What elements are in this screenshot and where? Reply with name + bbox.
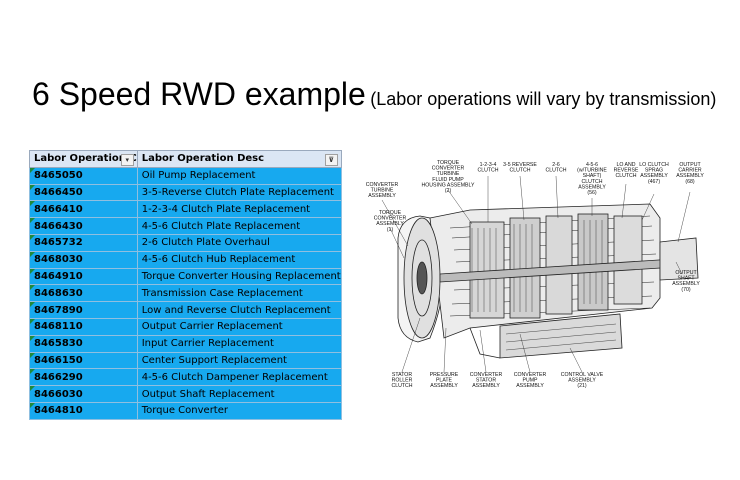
labor-operation-code-cell[interactable]: 8468030 — [29, 250, 138, 269]
labor-operation-desc-cell[interactable]: 2-6 Clutch Plate Overhaul — [136, 233, 342, 252]
labor-operation-desc-cell[interactable]: Low and Reverse Clutch Replacement — [136, 301, 342, 319]
labor-operation-code-cell[interactable]: 8465830 — [29, 334, 138, 353]
labor-operation-desc-cell[interactable]: 4-5-6 Clutch Dampener Replacement — [136, 368, 342, 387]
labor-operation-code-cell[interactable]: 8466290 — [29, 368, 138, 387]
labor-operation-desc-cell[interactable]: 4-5-6 Clutch Hub Replacement — [136, 250, 342, 269]
labor-operation-code-cell[interactable]: 8465050 — [29, 166, 138, 185]
labor-operation-desc-cell[interactable]: Center Support Replacement — [136, 351, 342, 370]
labor-operation-desc-cell[interactable]: 3-5-Reverse Clutch Plate Replacement — [136, 183, 342, 202]
column-header-desc-label: Labor Operation Desc — [141, 153, 265, 165]
labor-operation-desc-cell[interactable]: Torque Converter — [136, 401, 342, 420]
transmission-drawing — [397, 203, 699, 359]
labor-operations-table: Labor Operation C ▾ Labor Operation Desc… — [29, 150, 342, 420]
column-header-code[interactable]: Labor Operation C ▾ — [29, 150, 138, 168]
labor-operation-desc-cell[interactable]: 1-2-3-4 Clutch Plate Replacement — [136, 200, 342, 219]
column-header-code-label: Labor Operation C — [34, 153, 137, 165]
leader-lines — [381, 175, 691, 373]
labor-operation-code-cell[interactable]: 8466150 — [29, 351, 138, 370]
labor-operation-code-cell[interactable]: 8464810 — [29, 401, 138, 420]
slide-title-main: 6 Speed RWD example — [32, 76, 366, 112]
slide-title: 6 Speed RWD example (Labor operations wi… — [32, 76, 716, 113]
filter-dropdown-icon[interactable]: ▾ — [120, 154, 134, 166]
column-header-desc[interactable]: Labor Operation Desc ⊽ — [136, 150, 342, 168]
labor-operation-code-cell[interactable]: 8466030 — [29, 385, 138, 403]
labor-operation-code-cell[interactable]: 8466450 — [29, 183, 138, 202]
labor-operation-desc-cell[interactable]: Output Carrier Replacement — [136, 317, 342, 336]
labor-operation-desc-cell[interactable]: 4-5-6 Clutch Plate Replacement — [136, 217, 342, 235]
labor-operation-code-cell[interactable]: 8468630 — [29, 284, 138, 303]
filter-active-icon[interactable]: ⊽ — [324, 154, 338, 166]
labor-operation-code-cell[interactable]: 8465732 — [29, 233, 138, 252]
labor-operation-code-cell[interactable]: 8464910 — [29, 267, 138, 286]
labor-operation-desc-cell[interactable]: Torque Converter Housing Replacement — [136, 267, 342, 286]
labor-operation-desc-cell[interactable]: Oil Pump Replacement — [136, 166, 342, 185]
labor-operation-desc-cell[interactable]: Output Shaft Replacement — [136, 385, 342, 403]
labor-operation-code-cell[interactable]: 8466410 — [29, 200, 138, 219]
labor-operation-code-cell[interactable]: 8466430 — [29, 217, 138, 235]
labor-operation-desc-cell[interactable]: Transmission Case Replacement — [136, 284, 342, 303]
labor-operation-desc-cell[interactable]: Input Carrier Replacement — [136, 334, 342, 353]
labor-operation-code-cell[interactable]: 8467890 — [29, 301, 138, 319]
table-header-row: Labor Operation C ▾ Labor Operation Desc… — [29, 150, 342, 168]
labor-operation-code-cell[interactable]: 8468110 — [29, 317, 138, 336]
slide-subtitle: (Labor operations will vary by transmiss… — [370, 89, 717, 109]
